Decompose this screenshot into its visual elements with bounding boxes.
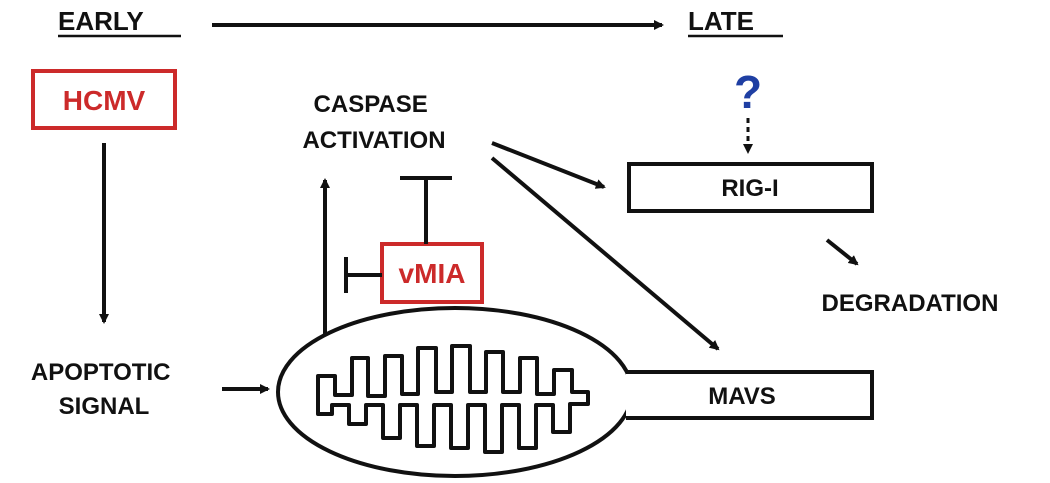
vmia-inhibits-caspase — [400, 176, 452, 244]
apoptotic-line-2: SIGNAL — [59, 393, 150, 420]
hcmv-label: HCMV — [63, 85, 146, 116]
caspase-line-2: ACTIVATION — [302, 127, 445, 154]
apoptotic-line-1: APOPTOTIC — [31, 359, 171, 386]
degradation-label: DEGRADATION — [822, 290, 999, 317]
mavs-node: MAVS — [626, 370, 874, 420]
early-label: EARLY — [58, 6, 144, 36]
mavs-label: MAVS — [708, 383, 776, 410]
caspase-line-1: CASPASE — [314, 91, 428, 118]
rig-i-node: RIG-I — [627, 162, 874, 213]
rig-i-label: RIG-I — [721, 175, 778, 202]
vmia-node: vMIA — [380, 242, 484, 304]
mitochondrion — [276, 306, 634, 478]
hcmv-box — [31, 69, 177, 130]
apoptotic-signal-label: APOPTOTIC SIGNAL — [31, 359, 177, 420]
mitochondrion-cristae — [316, 344, 590, 454]
hcmv-node: HCMV — [31, 69, 177, 130]
vmia-label: vMIA — [399, 258, 466, 289]
rig-i-to-degradation-arrow — [825, 238, 859, 266]
timeline: EARLY LATE — [58, 6, 783, 38]
caspase-to-rig-i-arrow — [491, 141, 606, 189]
mavs-box — [626, 370, 874, 420]
vmia-inhibits-mitochondrion — [344, 257, 382, 293]
unknown-factor-label: ? — [734, 66, 762, 118]
late-label: LATE — [688, 6, 754, 36]
caspase-activation-label: CASPASE ACTIVATION — [302, 91, 445, 154]
caspase-to-mavs-arrow — [490, 156, 720, 351]
rig-i-box — [627, 162, 874, 213]
